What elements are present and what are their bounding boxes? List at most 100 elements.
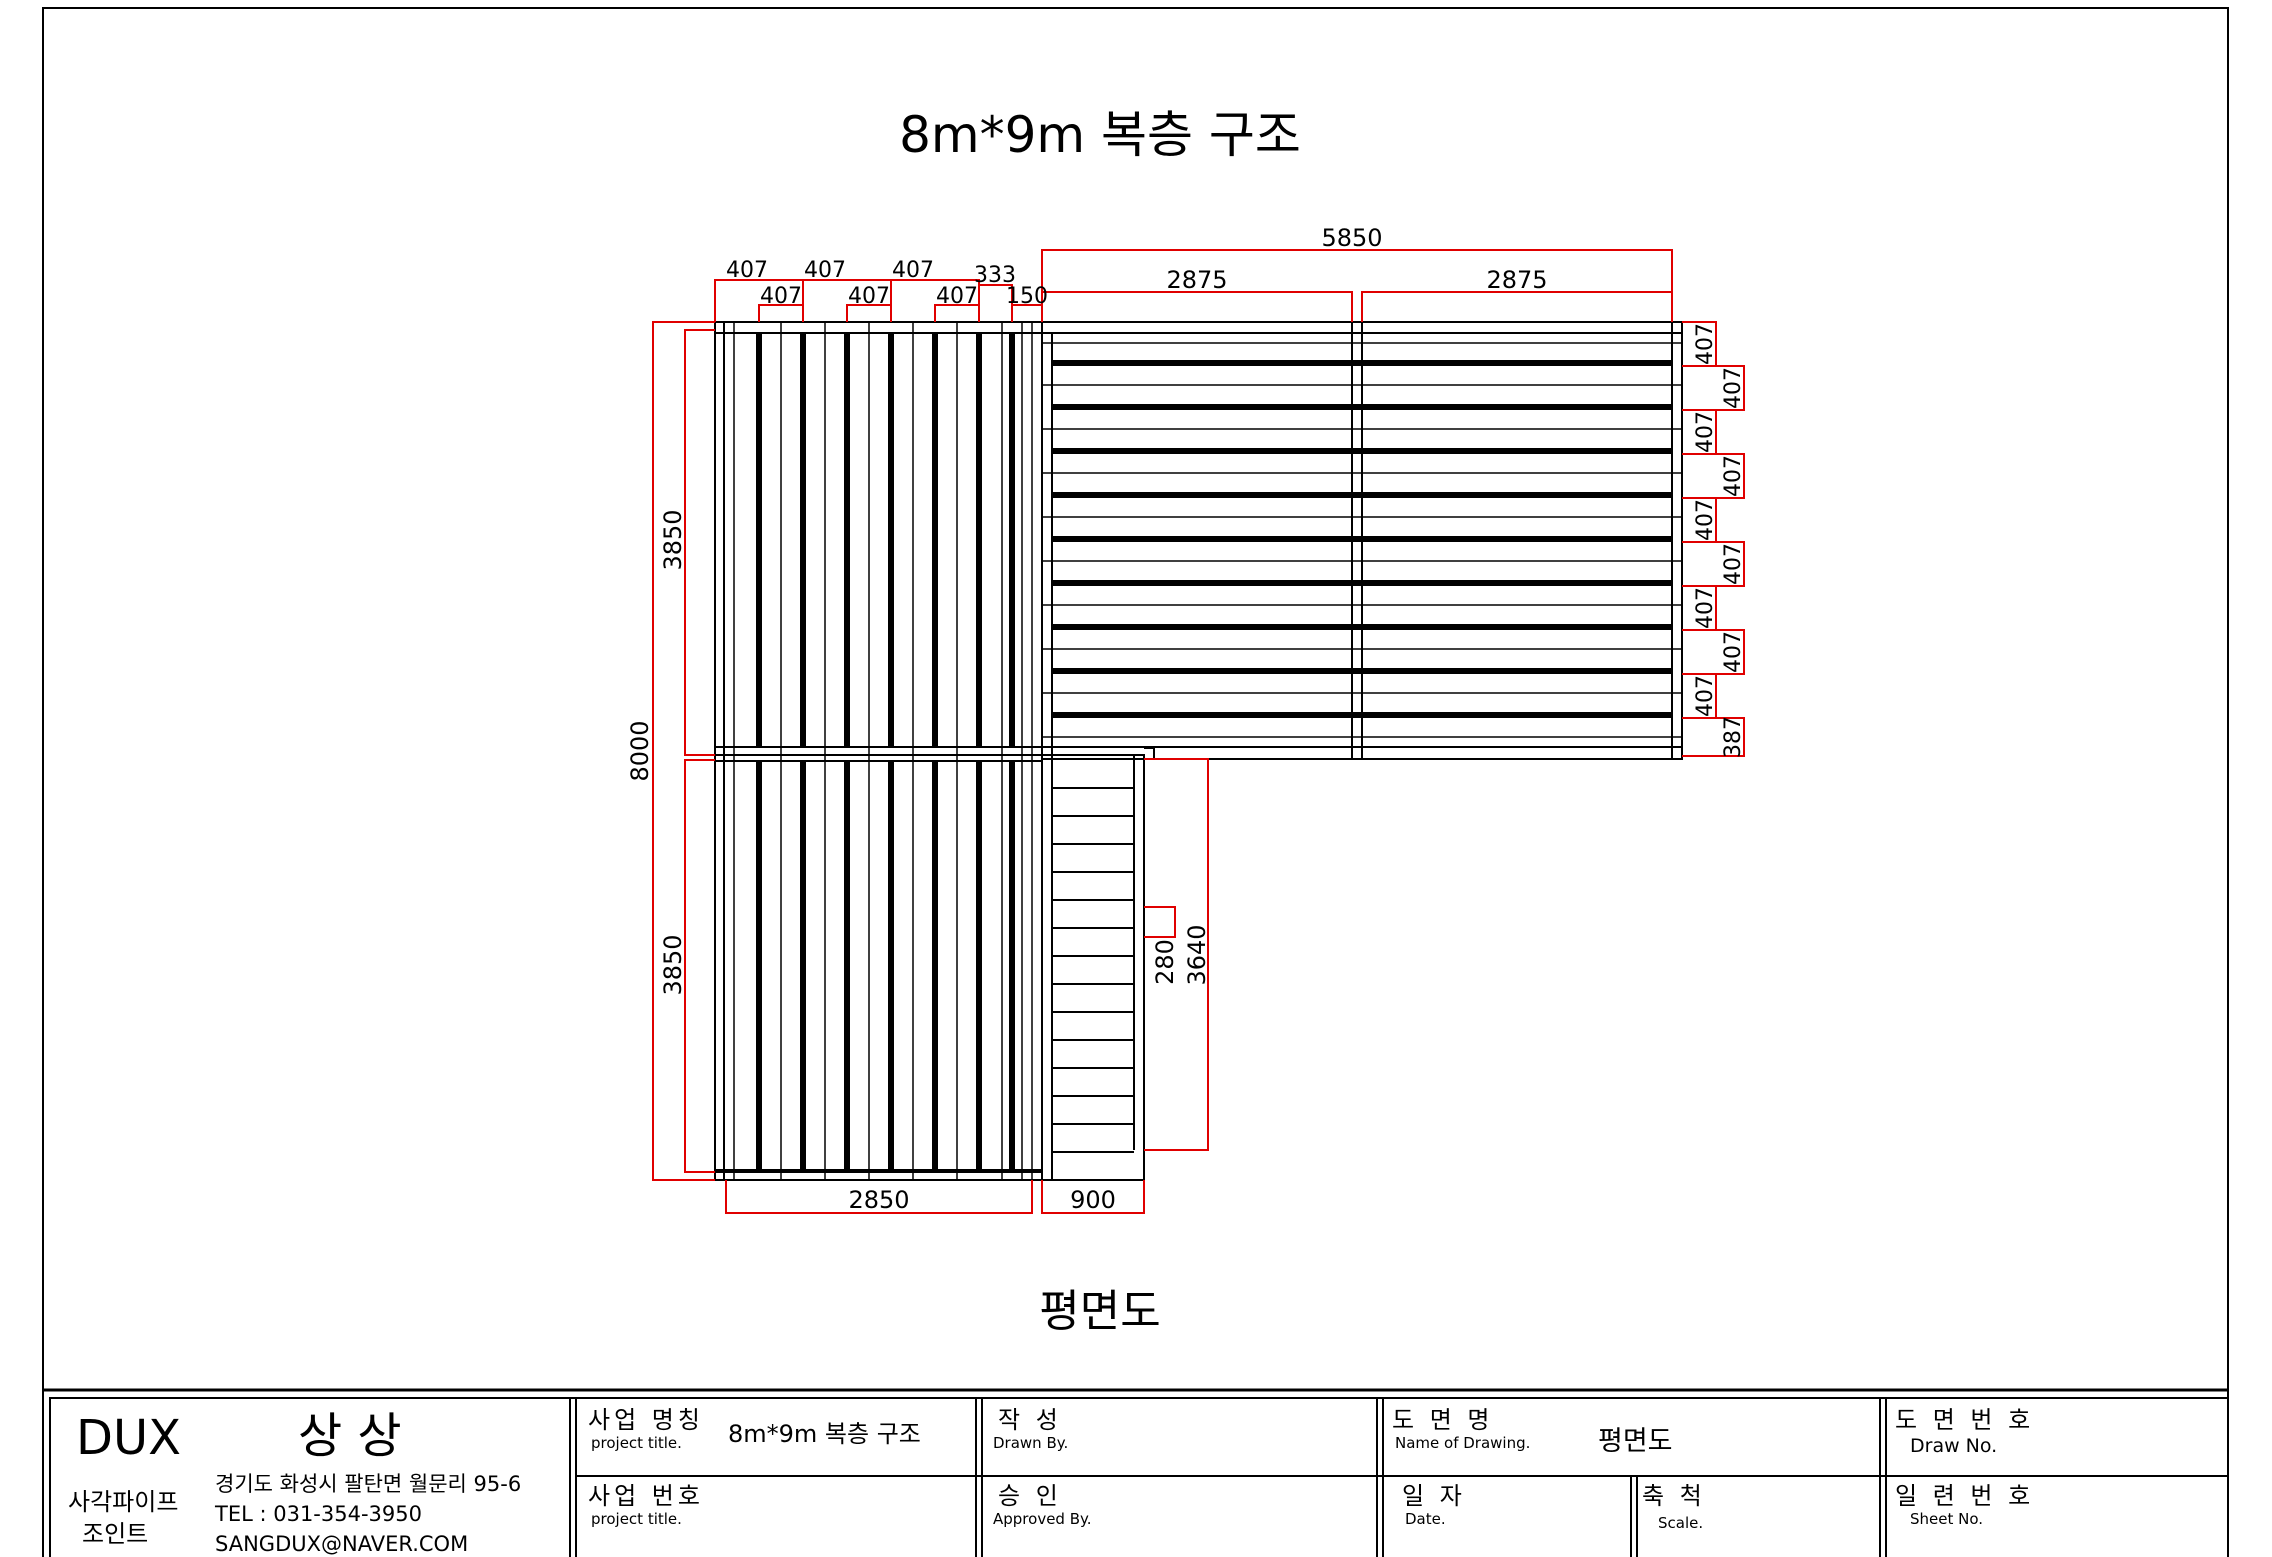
dim-top-total: 5850 xyxy=(1321,224,1382,252)
drawing-no-label: 도 면 번 호 xyxy=(1895,1406,2035,1434)
dim-top-half-1-line xyxy=(1041,291,1353,322)
company-logo-text: DUX xyxy=(76,1410,181,1466)
sheet-no-label: 일 련 번 호 xyxy=(1895,1482,2035,1510)
drawing-no-sub: Draw No. xyxy=(1910,1435,1998,1457)
dim-top-half-2: 2875 xyxy=(1486,266,1547,294)
project-name-label: 사업 명칭 xyxy=(588,1406,704,1434)
approved-by-sub: Approved By. xyxy=(993,1510,1092,1528)
dim-left-total-line xyxy=(652,321,715,1181)
dim-bottom-left: 2850 xyxy=(848,1186,909,1214)
drawing-name-sub: Name of Drawing. xyxy=(1395,1434,1531,1452)
date-sub: Date. xyxy=(1405,1510,1446,1528)
left-joist-lower xyxy=(800,761,806,1170)
project-no-label: 사업 번호 xyxy=(588,1482,704,1510)
left-joist-upper xyxy=(800,333,806,747)
stair-frame xyxy=(1041,754,1145,1181)
drawn-by-label: 작 성 xyxy=(998,1406,1062,1434)
dim-left-lower: 3850 xyxy=(659,934,687,995)
right-joist xyxy=(1052,404,1672,410)
dim-top-total-line xyxy=(1041,249,1673,322)
dim-right-bay-line xyxy=(1682,717,1745,757)
dim-right-bay-label: 407 xyxy=(1721,367,1746,409)
dim-right-bay-label: 407 xyxy=(1693,587,1718,629)
dim-bay-upper-label-3: 407 xyxy=(892,258,934,283)
dim-right-bay-label: 407 xyxy=(1693,411,1718,453)
project-name-value: 8m*9m 복층 구조 xyxy=(728,1420,921,1448)
dimension-labels: 5850 2875 2875 407 407 407 333 407 407 4… xyxy=(626,224,1548,1214)
right-thin-lines xyxy=(1042,342,1682,738)
drawing-name-value: 평면도 xyxy=(1598,1426,1673,1457)
left-joist-lower xyxy=(976,761,982,1170)
dim-bay-upper-label-4: 333 xyxy=(974,263,1016,288)
title-block-frame xyxy=(43,1388,2229,1557)
scale-label: 축 척 xyxy=(1642,1482,1706,1510)
dim-right-bay-label: 407 xyxy=(1721,631,1746,673)
dim-bay-lower-label-2: 407 xyxy=(848,284,890,309)
project-name-sub: project title. xyxy=(591,1434,682,1452)
dimension-lines xyxy=(652,249,1673,1214)
left-joist-upper xyxy=(1009,333,1015,747)
right-joist xyxy=(1052,492,1672,498)
dim-bottom-stair-line xyxy=(1041,1180,1145,1214)
dim-stair-step: 280 xyxy=(1151,939,1179,985)
dim-right-bay-label: 407 xyxy=(1693,499,1718,541)
scale-sub: Scale. xyxy=(1658,1514,1704,1532)
dim-bottom-stair: 900 xyxy=(1070,1186,1116,1214)
left-joist-upper xyxy=(844,333,850,747)
dim-left-lower-line xyxy=(684,759,715,1173)
dim-right-bay-label: 387 xyxy=(1721,716,1746,758)
left-joist-upper xyxy=(976,333,982,747)
dim-bay-lower-label-1: 407 xyxy=(760,284,802,309)
left-joist-upper xyxy=(888,333,894,747)
project-no-sub: project title. xyxy=(591,1510,682,1528)
dim-bay-lower-3 xyxy=(934,304,979,322)
left-joist-lower xyxy=(1009,761,1015,1170)
dim-right-bay-label: 407 xyxy=(1693,323,1718,365)
dim-bay-lower-label-3: 407 xyxy=(936,284,978,309)
dim-bay-lower-4 xyxy=(1012,304,1043,322)
right-joist xyxy=(1052,360,1672,366)
date-label: 일 자 xyxy=(1402,1482,1466,1510)
product-line-1: 사각파이프 xyxy=(68,1488,179,1516)
right-joist xyxy=(1052,668,1672,674)
drawing-subtitle: 평면도 xyxy=(1039,1286,1160,1337)
sheet-border xyxy=(42,7,2229,1557)
dim-left-total: 8000 xyxy=(626,720,654,781)
right-joist xyxy=(1052,712,1672,718)
drawing-title: 8m*9m 복층 구조 xyxy=(899,106,1301,164)
company-email: SANGDUX@NAVER.COM xyxy=(215,1532,469,1556)
left-joist-lower xyxy=(756,761,762,1170)
company-tel: TEL : 031-354-3950 xyxy=(215,1502,422,1526)
right-joist xyxy=(1052,536,1672,542)
dim-top-half-2-line xyxy=(1361,291,1673,322)
sheet-no-sub: Sheet No. xyxy=(1910,1510,1984,1528)
dim-stair-step-line xyxy=(1144,906,1176,938)
right-joist xyxy=(1052,624,1672,630)
right-bay-dimensions xyxy=(1682,321,1745,757)
left-joist-lower xyxy=(932,761,938,1170)
left-joists xyxy=(756,333,1015,1170)
left-joist-upper xyxy=(932,333,938,747)
dim-left-upper: 3850 xyxy=(659,509,687,570)
dim-stair-length-line xyxy=(1144,758,1209,1151)
dim-right-bay-label: 407 xyxy=(1721,543,1746,585)
dim-stair-length: 3640 xyxy=(1183,924,1211,985)
left-joist-upper xyxy=(756,333,762,747)
dim-bay-upper-4 xyxy=(978,284,1013,322)
dim-bay-upper-label-1: 407 xyxy=(726,258,768,283)
drawing-name-label: 도 면 명 xyxy=(1392,1406,1494,1434)
drawn-by-sub: Drawn By. xyxy=(993,1434,1069,1452)
right-joists xyxy=(1052,360,1672,718)
dim-left-upper-line xyxy=(684,329,715,756)
product-line-2: 조인트 xyxy=(82,1520,149,1548)
left-thin-lines xyxy=(733,322,1033,1180)
approved-by-label: 승 인 xyxy=(998,1482,1062,1510)
right-joist xyxy=(1052,580,1672,586)
dim-bottom-left-line xyxy=(725,1180,1033,1214)
dim-bay-lower-2 xyxy=(846,304,891,322)
dim-bay-lower-label-4: 150 xyxy=(1006,284,1048,309)
dim-top-half-1: 2875 xyxy=(1166,266,1227,294)
left-frame-lower xyxy=(714,754,1043,1181)
